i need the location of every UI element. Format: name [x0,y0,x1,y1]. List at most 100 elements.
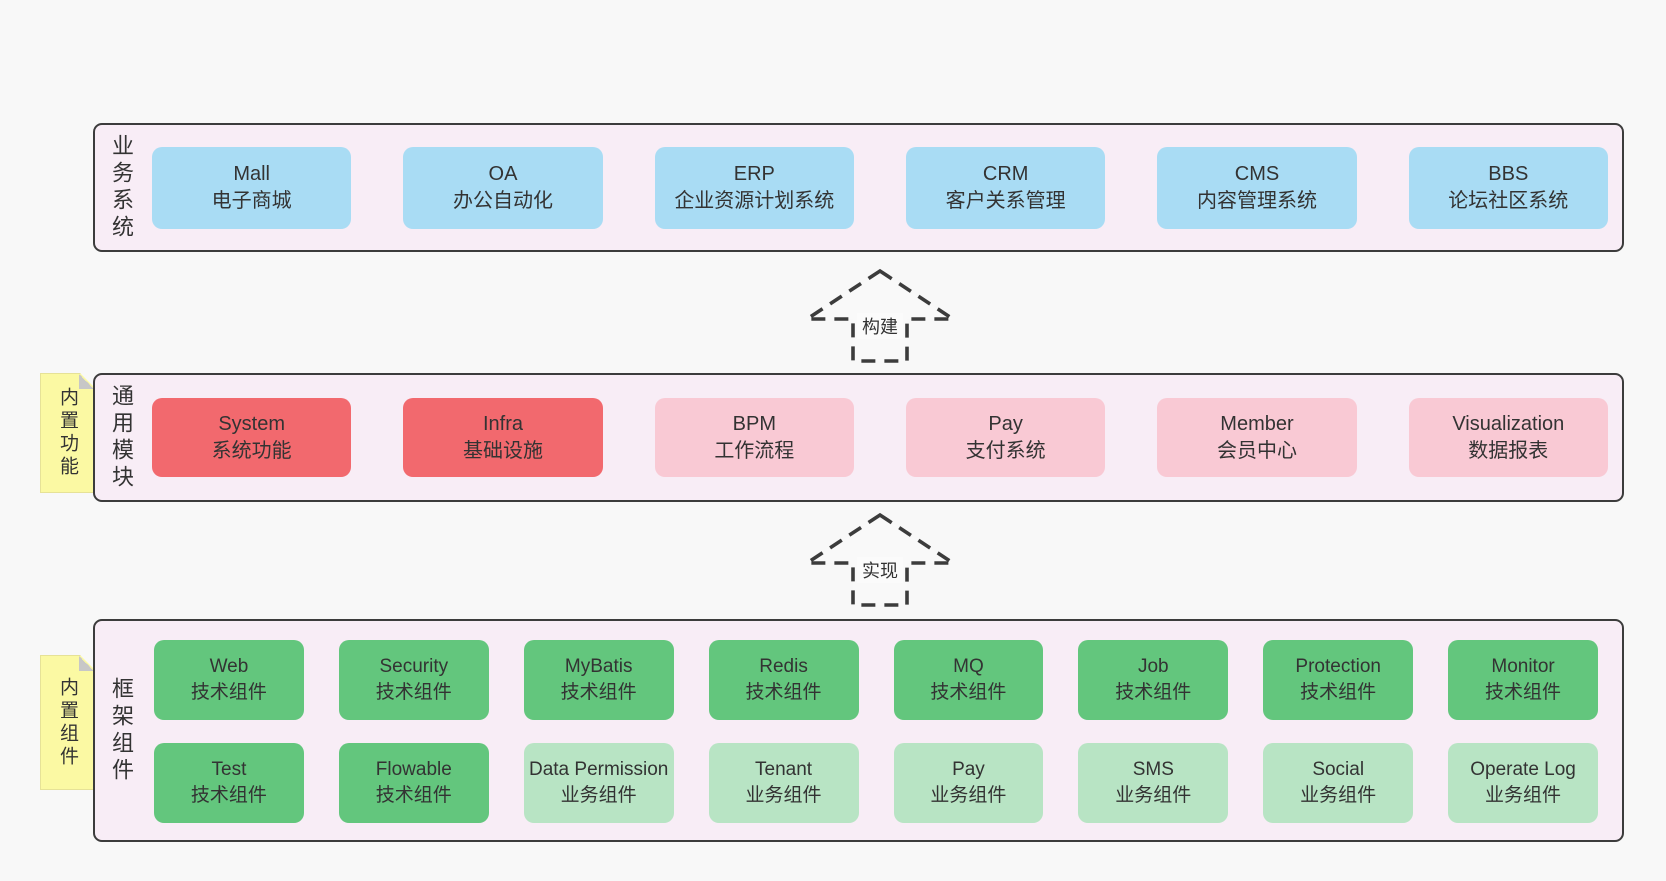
box-title: Test [211,759,247,780]
build-arrow: 构建 [800,268,960,364]
box-title: Job [1137,656,1169,677]
box-subtitle: 技术组件 [1300,682,1377,703]
box-monitor: Monitor 技术组件 [1448,640,1598,720]
built-in-components-sticky-label: 内置组件 [57,676,78,769]
box-subtitle: 基础设施 [462,439,543,462]
business-systems-boxes: Mall 电子商城 OA 办公自动化 ERP 企业资源计划系统 CRM 客户关系管理 CMS 内容… [147,146,1622,229]
common-modules-label: 通用模块 [109,383,134,492]
folded-corner-icon [79,656,94,671]
box-title: Member [1220,412,1294,435]
business-systems-label: 业务系统 [109,133,134,242]
box-title: ERP [733,162,775,185]
box-title: MQ [953,656,984,677]
box-title: Web [209,656,249,677]
box-mq: MQ 技术组件 [893,640,1044,720]
box-subtitle: 支付系统 [965,439,1046,462]
built-in-components-sticky: 内置组件 [40,655,95,790]
box-subtitle: 技术组件 [930,682,1007,703]
box-subtitle: 业务组件 [560,785,637,806]
box-title: Social [1312,759,1365,780]
box-erp: ERP 企业资源计划系统 [654,146,854,229]
box-title: Operate Log [1470,759,1576,780]
box-redis: Redis 技术组件 [708,640,859,720]
box-title: System [218,412,285,435]
box-title: Flowable [375,759,452,780]
box-subtitle: 工作流程 [714,439,795,462]
box-crm: CRM 客户关系管理 [905,146,1106,229]
box-title: Protection [1295,656,1381,677]
box-title: MyBatis [564,656,633,677]
box-title: Monitor [1491,656,1555,677]
implement-arrow-label: 实现 [857,557,903,583]
box-subtitle: 业务组件 [1300,785,1377,806]
box-cms: CMS 内容管理系统 [1157,146,1357,229]
box-title: CMS [1234,162,1280,185]
box-title: Mall [233,162,270,185]
box-title: Tenant [755,759,813,780]
implement-arrow: 实现 [800,512,960,608]
box-infra: Infra 基础设施 [403,398,603,477]
box-oa: OA 办公自动化 [403,146,603,229]
box-title: Data Permission [528,759,669,780]
box-subtitle: 技术组件 [560,682,637,703]
box-title: BBS [1488,162,1529,185]
box-mybatis: MyBatis 技术组件 [523,640,674,720]
box-subtitle: 会员中心 [1216,439,1297,462]
box-subtitle: 论坛社区系统 [1448,189,1569,212]
box-sms: SMS 业务组件 [1078,743,1229,823]
box-subtitle: 技术组件 [190,682,267,703]
box-protection: Protection 技术组件 [1263,640,1414,720]
box-title: Redis [759,656,808,677]
box-subtitle: 办公自动化 [452,189,553,212]
box-subtitle: 电子商城 [211,189,292,212]
box-subtitle: 内容管理系统 [1196,189,1317,212]
build-arrow-label: 构建 [857,313,903,339]
box-system: System 系统功能 [152,398,352,477]
box-operate-log: Operate Log 业务组件 [1448,743,1598,823]
box-job: Job 技术组件 [1078,640,1229,720]
box-title: OA [488,162,518,185]
box-visualization: Visualization 数据报表 [1408,398,1608,477]
box-subtitle: 企业资源计划系统 [674,189,835,212]
box-test: Test 技术组件 [154,743,304,823]
box-subtitle: 技术组件 [375,682,452,703]
box-security: Security 技术组件 [338,640,489,720]
box-subtitle: 技术组件 [1485,682,1562,703]
box-member: Member 会员中心 [1157,398,1357,477]
box-bpm: BPM 工作流程 [654,398,854,477]
box-title: Visualization [1452,412,1565,435]
built-in-functions-sticky: 内置功能 [40,373,95,493]
box-subtitle: 客户关系管理 [945,189,1066,212]
box-bbs: BBS 论坛社区系统 [1408,146,1608,229]
box-subtitle: 业务组件 [1115,785,1192,806]
business-systems-panel: 业务系统 Mall 电子商城 OA 办公自动化 ERP 企业资源计划系统 CRM 客户关系管理… [93,123,1624,252]
box-subtitle: 技术组件 [745,682,822,703]
box-data-permission: Data Permission 业务组件 [523,743,674,823]
built-in-functions-sticky-label: 内置功能 [57,387,78,479]
box-title: Infra [482,412,523,435]
folded-corner-icon [79,374,94,389]
box-subtitle: 数据报表 [1468,439,1549,462]
box-title: BPM [732,412,776,435]
box-subtitle: 技术组件 [1115,682,1192,703]
box-title: CRM [982,162,1029,185]
box-title: SMS [1132,759,1174,780]
framework-components-label: 框架组件 [109,676,134,785]
box-subtitle: 技术组件 [190,785,267,806]
box-subtitle: 业务组件 [930,785,1007,806]
box-subtitle: 业务组件 [1485,785,1562,806]
box-social: Social 业务组件 [1263,743,1414,823]
box-title: Security [379,656,449,677]
box-subtitle: 系统功能 [211,439,292,462]
box-mall: Mall 电子商城 [152,146,352,229]
